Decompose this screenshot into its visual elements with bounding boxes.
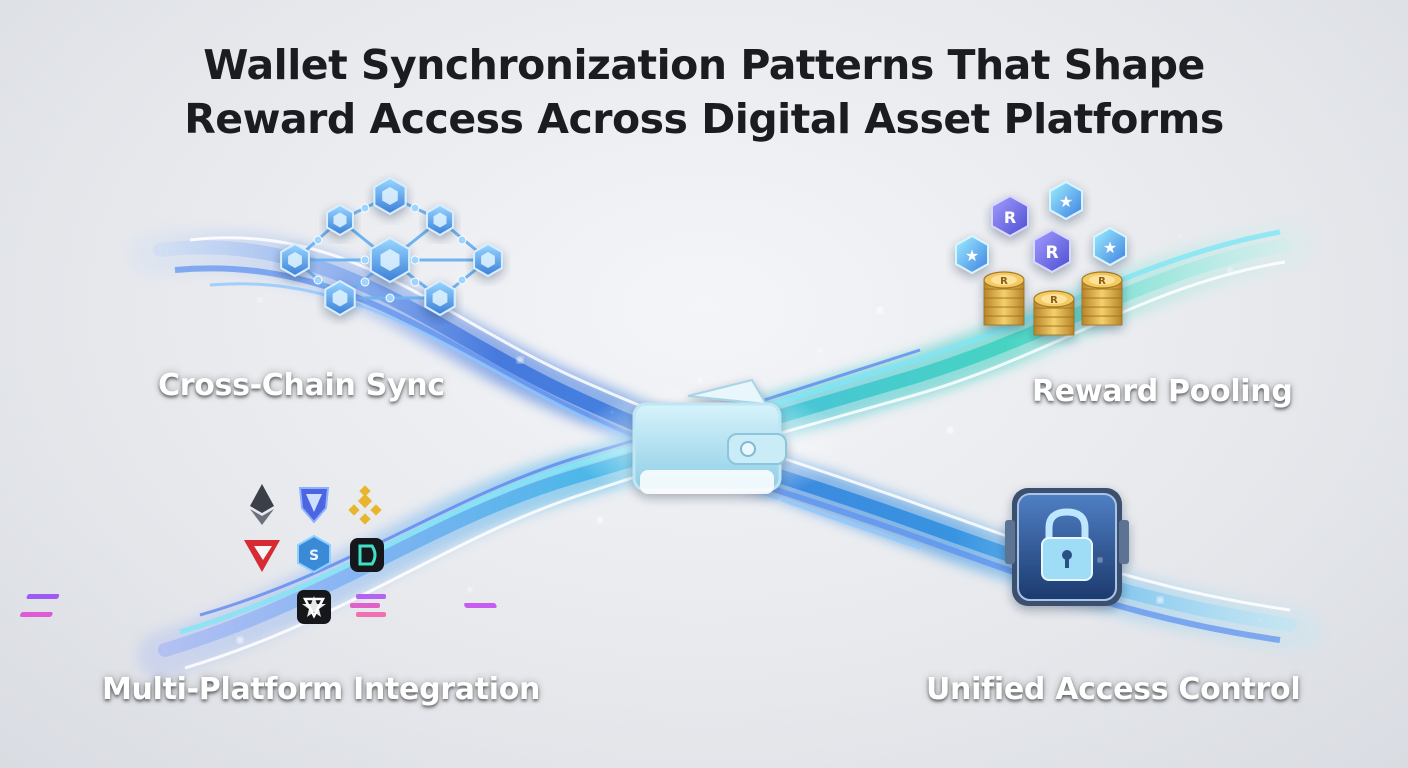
hexagon-node-icon [369, 236, 411, 284]
web3-logo-icon [297, 590, 331, 624]
sparkle [610, 410, 614, 414]
sparkle [596, 516, 604, 524]
svg-text:R: R [1000, 276, 1008, 287]
sparkle [467, 587, 473, 593]
title-line-2: Reward Access Across Digital Asset Platf… [184, 95, 1224, 143]
crypto-logos-grid-icon: S [20, 484, 497, 624]
sparkle [946, 426, 954, 434]
wallet-icon [632, 378, 787, 494]
label-multi-platform-integration: Multi-Platform Integration [102, 672, 541, 707]
hexagon-network-icon [280, 176, 503, 317]
hexagon-node-icon [426, 203, 454, 237]
network-dot [360, 255, 370, 265]
coin-stack-icon: R [1081, 271, 1123, 326]
network-dot [313, 235, 323, 245]
coin-stack-icon: R [1033, 290, 1075, 336]
sparkle [1178, 234, 1182, 238]
label-reward-pooling: Reward Pooling [1032, 374, 1293, 409]
svg-text:R: R [1004, 208, 1016, 227]
coin-stack-icon: R [983, 271, 1025, 326]
network-dot [410, 277, 420, 287]
sparkle [198, 230, 202, 234]
svg-text:R: R [1050, 295, 1058, 306]
sparkle [697, 377, 703, 383]
sparkle [1156, 596, 1164, 604]
sparkle [817, 347, 823, 353]
sparkle [778, 498, 782, 502]
hexagon-logo-icon: S [297, 534, 331, 574]
network-dot [410, 203, 420, 213]
sparkle [1227, 267, 1233, 273]
svg-text:R: R [1045, 243, 1058, 263]
network-dot [410, 255, 420, 265]
token-star-icon: ★ [1093, 226, 1127, 267]
token-r-icon: R [1033, 228, 1071, 274]
sparkle [236, 636, 244, 644]
sparkle [257, 297, 263, 303]
hexagon-node-icon [326, 203, 354, 237]
label-cross-chain-sync: Cross-Chain Sync [158, 368, 445, 403]
sparkle [876, 306, 884, 314]
hexagon-node-icon [424, 279, 456, 317]
hexagon-node-icon [324, 279, 356, 317]
network-dot [360, 277, 370, 287]
network-dot [457, 275, 467, 285]
label-unified-access-control: Unified Access Control [926, 672, 1301, 707]
network-dot [313, 275, 323, 285]
title-line-1: Wallet Synchronization Patterns That Sha… [203, 41, 1205, 89]
hexagon-node-icon [373, 176, 407, 216]
network-dot [360, 203, 370, 213]
network-dot [385, 293, 395, 303]
sparkle [516, 356, 524, 364]
hexagon-node-icon [473, 242, 503, 278]
ethereum-logo-icon [250, 484, 274, 525]
token-star-icon: ★ [955, 234, 989, 275]
sparkle-particles [198, 230, 1262, 644]
svg-text:S: S [309, 548, 319, 564]
hexagon-node-icon [280, 242, 310, 278]
svg-text:★: ★ [1103, 238, 1117, 257]
tron-logo-icon [244, 540, 280, 572]
dapp-logo-icon [350, 538, 384, 572]
sparkle [978, 298, 982, 302]
svg-text:★: ★ [1059, 192, 1073, 211]
page-title: Wallet Synchronization Patterns That Sha… [0, 38, 1408, 146]
shield-logo-icon [298, 487, 330, 524]
padlock-icon [1005, 488, 1129, 606]
sparkle [1258, 618, 1262, 622]
coin-stacks-icon: R R R R ★ R ★ ★ [955, 180, 1127, 336]
sparkle [1097, 557, 1103, 563]
network-dot [457, 235, 467, 245]
svg-text:★: ★ [965, 246, 979, 265]
solana-logo-icon [350, 594, 386, 617]
token-star-icon: ★ [1049, 180, 1083, 221]
svg-text:R: R [1098, 276, 1106, 287]
binance-logo-icon [348, 485, 382, 525]
solana-logo-icon [20, 594, 497, 617]
token-r-icon: R [991, 194, 1029, 238]
